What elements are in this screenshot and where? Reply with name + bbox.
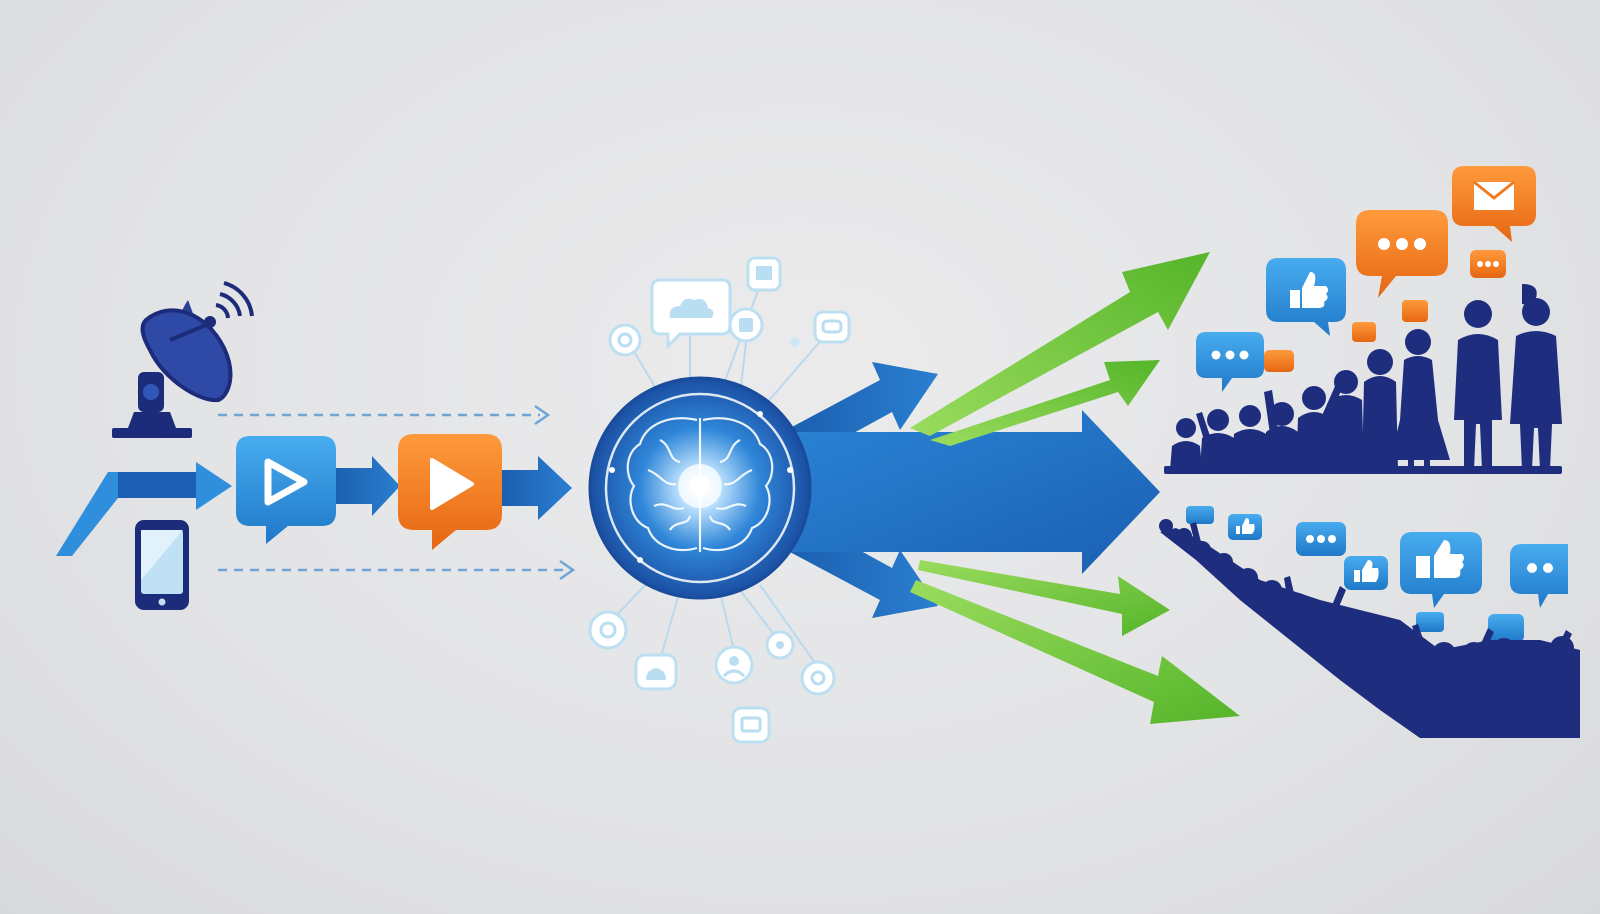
sources-group (56, 281, 576, 610)
message-icon (765, 630, 795, 660)
thumbs-up-icon (1228, 514, 1262, 540)
crowd-upper (1164, 298, 1562, 474)
play-icon (398, 434, 502, 550)
satellite-dish-icon (112, 281, 254, 438)
cloud-icon (588, 610, 628, 650)
dashed-flow-bottom (218, 559, 576, 581)
crowd-lower (1159, 519, 1580, 738)
thumbs-up-icon (1400, 532, 1482, 608)
email-icon (1452, 166, 1536, 242)
dots-message-icon (1296, 522, 1346, 556)
green-arrows-group (910, 252, 1240, 724)
dots-message-icon (1470, 250, 1506, 278)
connector-arrow (336, 456, 400, 516)
dots-message-icon (1196, 332, 1264, 392)
green-arrow-1 (910, 252, 1210, 436)
gear-icon (608, 323, 642, 357)
link-icon (813, 310, 851, 344)
processor-group (588, 256, 1160, 744)
settings-icon (714, 645, 754, 685)
camera-icon (800, 660, 836, 696)
thumbs-up-icon (1344, 556, 1388, 590)
green-arrow-2 (930, 360, 1160, 446)
thumbs-up-icon (1266, 258, 1346, 336)
dots-message-icon (1356, 210, 1448, 298)
user-icon (634, 653, 678, 691)
smartphone-icon (135, 520, 189, 610)
play-icon (236, 436, 336, 544)
main-output-arrow (760, 410, 1160, 574)
audience-group (1159, 166, 1580, 738)
dots-message-icon (1510, 544, 1568, 608)
green-arrow-4 (910, 580, 1240, 724)
image-icon (746, 256, 782, 292)
brain-icon (588, 376, 812, 600)
dashed-flow-top (218, 404, 551, 426)
cloud-icon (650, 278, 732, 350)
image-icon (731, 706, 771, 744)
connector-arrow (502, 456, 572, 520)
chip-icon (728, 307, 764, 343)
green-arrow-3 (918, 560, 1170, 636)
